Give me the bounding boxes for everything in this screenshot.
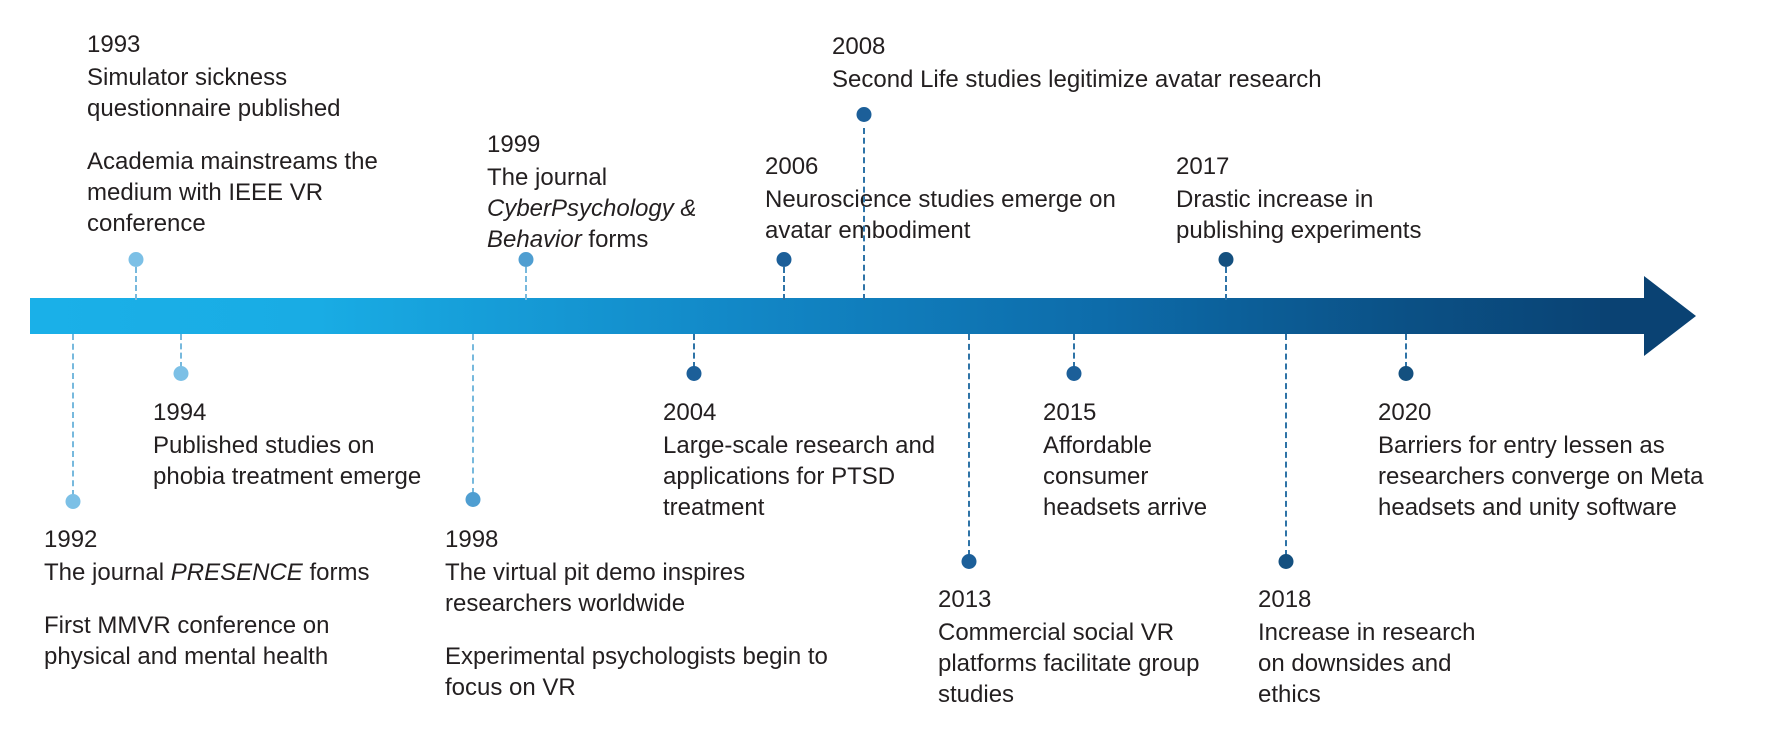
connector-1999 bbox=[525, 258, 527, 300]
entry-year: 2020 bbox=[1378, 399, 1432, 426]
entry-desc-secondary: First MMVR conference on physical and me… bbox=[44, 612, 330, 670]
entry-year: 1999 bbox=[487, 131, 541, 158]
entry-2013: 2013 Commercial social VR platforms faci… bbox=[938, 583, 1228, 710]
entry-desc-secondary: Experimental psychologists begin to focu… bbox=[445, 643, 828, 701]
entry-year: 1998 bbox=[445, 526, 499, 553]
entry-2015: 2015 Affordable consumer headsets arrive bbox=[1043, 396, 1233, 523]
connector-2013 bbox=[968, 334, 970, 556]
entry-desc: The journal CyberPsychology & Behavior f… bbox=[487, 162, 722, 255]
entry-desc-secondary: Academia mainstreams the medium with IEE… bbox=[87, 148, 378, 237]
entry-desc-pre: The journal bbox=[487, 164, 608, 191]
entry-year: 2004 bbox=[663, 399, 717, 426]
entry-desc: Affordable consumer headsets arrive bbox=[1043, 432, 1208, 521]
dot-1992[interactable] bbox=[65, 494, 81, 509]
dot-2004[interactable] bbox=[686, 366, 702, 381]
connector-1992 bbox=[72, 334, 74, 496]
entry-desc-emphasis: CyberPsychology & Behavior bbox=[487, 195, 697, 253]
dot-2013[interactable] bbox=[961, 554, 977, 569]
entry-year: 2018 bbox=[1258, 586, 1312, 613]
timeline-axis-bar bbox=[30, 298, 1622, 334]
entry-2004: 2004 Large-scale research and applicatio… bbox=[663, 396, 938, 523]
entry-year: 2017 bbox=[1176, 153, 1230, 180]
dot-2017[interactable] bbox=[1218, 252, 1234, 267]
connector-2006 bbox=[783, 258, 785, 300]
entry-year: 2015 bbox=[1043, 399, 1097, 426]
entry-1993: 1993 Simulator sickness questionnaire pu… bbox=[87, 28, 427, 239]
entry-desc: Simulator sickness questionnaire publish… bbox=[87, 64, 341, 122]
entry-desc: Published studies on phobia treatment em… bbox=[153, 432, 422, 490]
entry-1994: 1994 Published studies on phobia treatme… bbox=[153, 396, 453, 492]
entry-desc-post: forms bbox=[581, 226, 649, 253]
entry-1992: 1992 The journal PRESENCE forms First MM… bbox=[44, 523, 404, 672]
connector-2008 bbox=[863, 128, 865, 300]
entry-year: 2006 bbox=[765, 153, 819, 180]
dot-1993[interactable] bbox=[128, 252, 144, 267]
entry-1999: 1999 The journal CyberPsychology & Behav… bbox=[487, 128, 722, 255]
entry-desc: Large-scale research and applications fo… bbox=[663, 432, 936, 521]
dot-2006[interactable] bbox=[776, 252, 792, 267]
entry-2020: 2020 Barriers for entry lessen as resear… bbox=[1378, 396, 1708, 523]
entry-desc: The virtual pit demo inspires researcher… bbox=[445, 559, 746, 617]
connector-1994 bbox=[180, 334, 182, 368]
connector-2018 bbox=[1285, 334, 1287, 556]
entry-desc-post: forms bbox=[302, 559, 370, 586]
connector-1993 bbox=[135, 258, 137, 300]
connector-2004 bbox=[693, 334, 695, 368]
connector-1998 bbox=[472, 334, 474, 494]
connector-2017 bbox=[1225, 258, 1227, 300]
connector-2020 bbox=[1405, 334, 1407, 368]
entry-desc-pre: The journal bbox=[44, 559, 171, 586]
entry-year: 1992 bbox=[44, 526, 98, 553]
entry-2008: 2008 Second Life studies legitimize avat… bbox=[832, 30, 1432, 95]
entry-desc: The journal PRESENCE forms bbox=[44, 557, 404, 588]
dot-1998[interactable] bbox=[465, 492, 481, 507]
dot-2015[interactable] bbox=[1066, 366, 1082, 381]
entry-2017: 2017 Drastic increase in publishing expe… bbox=[1176, 150, 1476, 246]
entry-desc: Barriers for entry lessen as researchers… bbox=[1378, 432, 1704, 521]
entry-desc: Neuroscience studies emerge on avatar em… bbox=[765, 186, 1116, 244]
dot-2020[interactable] bbox=[1398, 366, 1414, 381]
entry-year: 2008 bbox=[832, 33, 886, 60]
timeline-arrowhead-icon bbox=[1600, 276, 1696, 356]
entry-desc: Commercial social VR platforms facilitat… bbox=[938, 619, 1200, 708]
entry-year: 1994 bbox=[153, 399, 207, 426]
entry-desc: Increase in research on downsides and et… bbox=[1258, 619, 1476, 708]
dot-1994[interactable] bbox=[173, 366, 189, 381]
entry-2018: 2018 Increase in research on downsides a… bbox=[1258, 583, 1508, 710]
entry-2006: 2006 Neuroscience studies emerge on avat… bbox=[765, 150, 1135, 246]
connector-2015 bbox=[1073, 334, 1075, 368]
entry-year: 1993 bbox=[87, 31, 141, 58]
dot-2008[interactable] bbox=[856, 107, 872, 122]
entry-year: 2013 bbox=[938, 586, 992, 613]
dot-1999[interactable] bbox=[518, 252, 534, 267]
entry-desc-emphasis: PRESENCE bbox=[170, 559, 303, 586]
entry-desc: Second Life studies legitimize avatar re… bbox=[832, 66, 1322, 93]
dot-2018[interactable] bbox=[1278, 554, 1294, 569]
entry-1998: 1998 The virtual pit demo inspires resea… bbox=[445, 523, 835, 703]
entry-desc: Drastic increase in publishing experimen… bbox=[1176, 186, 1422, 244]
